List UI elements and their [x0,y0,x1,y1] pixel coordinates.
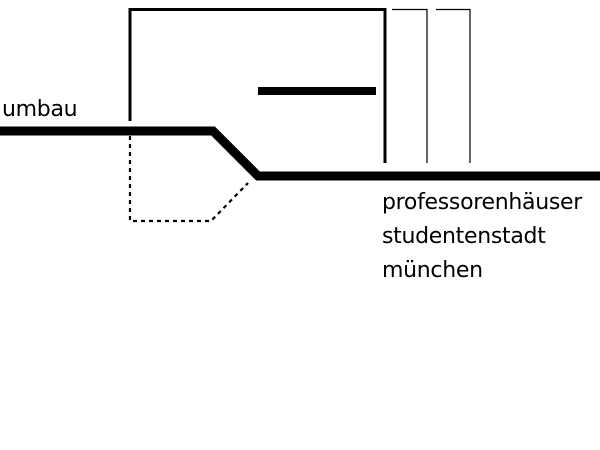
title-line-3: münchen [382,258,483,283]
ground-line [0,126,600,181]
title-line-1: professorenhäuser [382,190,583,215]
title-line-2: studentenstadt [382,224,546,249]
building-outline [128,8,387,163]
dashed-basement [128,136,249,223]
umbau-label: umbau [2,97,78,122]
thin-line-2 [436,8,471,163]
title-block: professorenhäuser studentenstadt münchen [382,186,582,288]
thin-line-1 [392,8,428,163]
